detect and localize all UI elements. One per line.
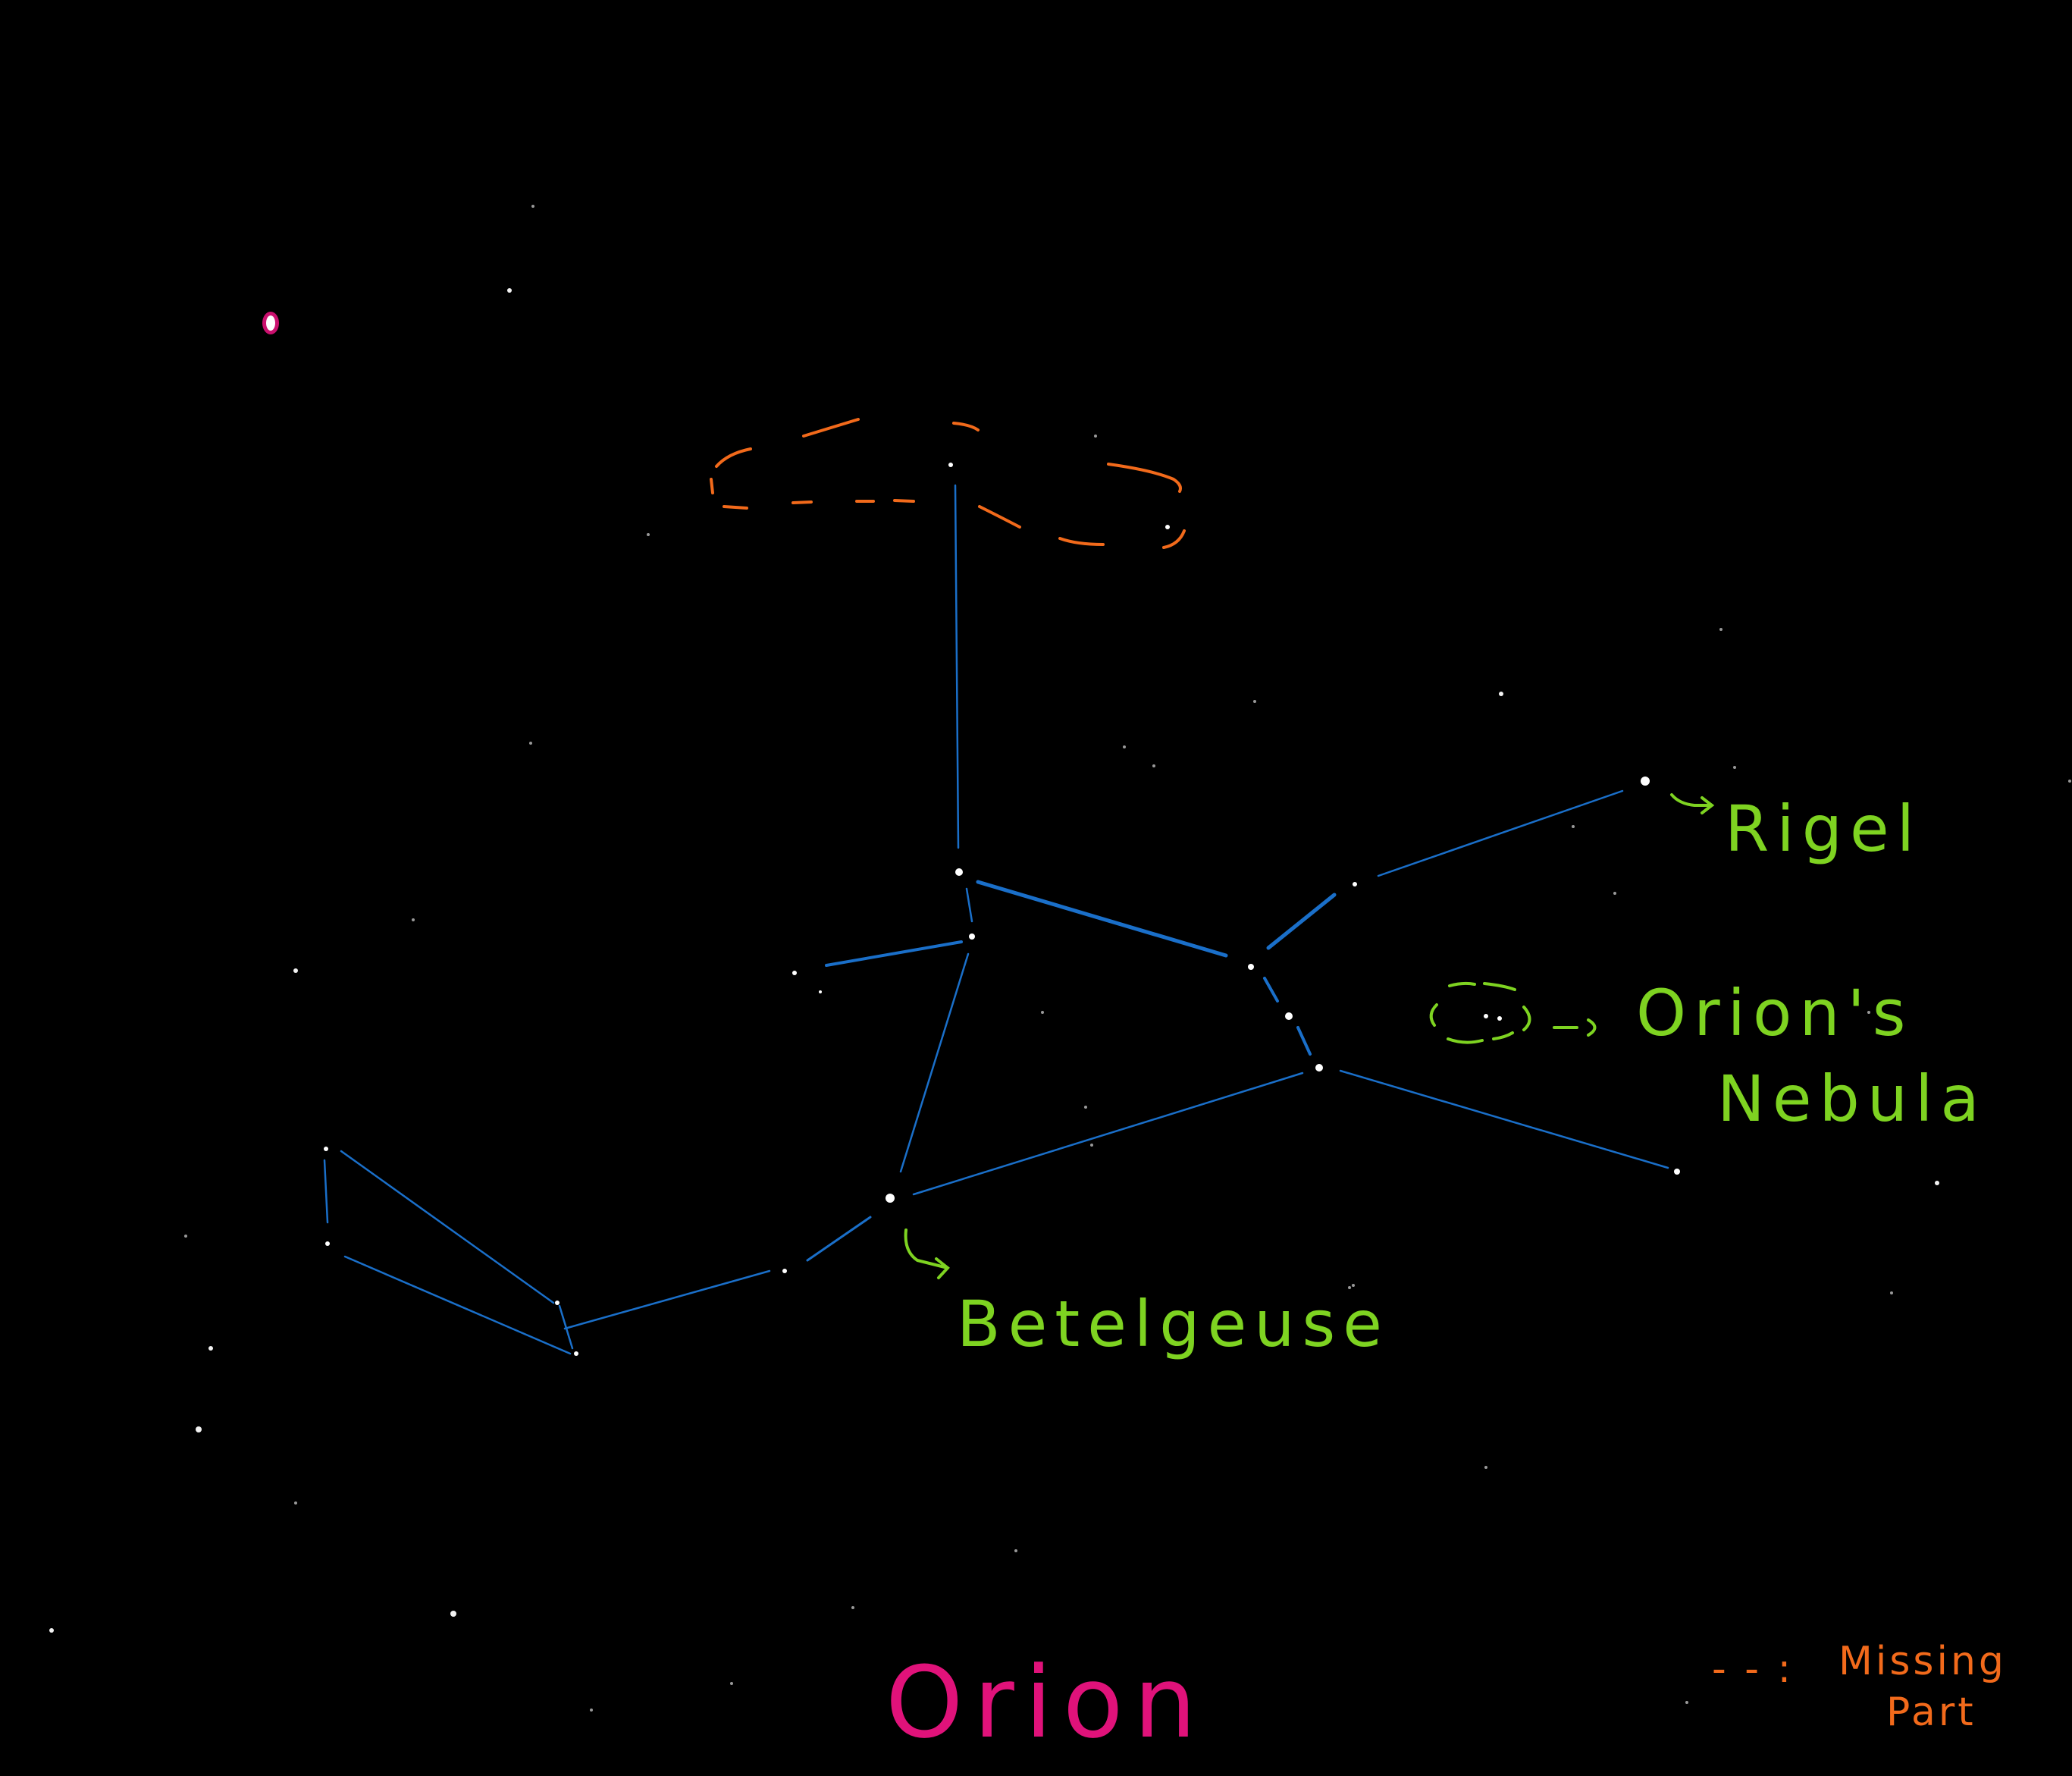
constellation-line [563,1269,771,1330]
star [1285,1012,1293,1020]
background-star [450,1611,456,1617]
background-star [590,1709,593,1712]
background-star [1867,1011,1870,1014]
chart-title: Orion [886,1645,1207,1760]
star [1248,964,1254,970]
background-star [1152,764,1155,767]
constellation-line [1339,1069,1669,1169]
background-star [1719,628,1722,631]
constellation-line [965,887,973,923]
star [792,971,797,975]
background-star [1890,1291,1893,1294]
star [1674,1169,1680,1175]
background-star [1041,1011,1044,1014]
background-star [1572,825,1575,828]
star [955,868,963,876]
background-star [1935,1181,1939,1185]
background-star [1253,700,1256,703]
betelgeuse-label: Betelgeuse [957,1287,1390,1361]
background-star [1499,692,1503,696]
betelgeuse-arrow-icon [904,1228,950,1279]
background-star [2068,780,2071,783]
constellation-line [1296,1026,1312,1056]
background-star [851,1606,854,1609]
star [1497,1016,1502,1021]
star [1353,882,1357,886]
background-star [184,1235,187,1238]
background-star [507,288,512,293]
star [1165,525,1170,529]
background-star [1613,892,1616,895]
legend-line2: Part [1886,1690,1976,1735]
star [1641,777,1650,786]
constellation-stars [324,463,1680,1356]
star [1484,1014,1488,1018]
missing-part-outline [710,418,1186,549]
legend: - - : Missing Part [1712,1639,2007,1735]
constellation-line [899,952,970,1173]
background-star [1348,1286,1351,1289]
background-star [531,205,534,208]
background-star [1352,1284,1355,1287]
bright-red-star [262,312,279,334]
star [574,1351,578,1356]
background-star [1084,1106,1087,1109]
background-star [294,1501,297,1505]
constellation-line [954,484,960,849]
background-star [208,1346,213,1351]
star [555,1301,560,1305]
background-star [730,1682,733,1685]
star [1315,1064,1323,1072]
background-star [293,968,298,973]
background-star [647,533,650,536]
constellation-line [323,1159,329,1224]
background-star [49,1628,54,1633]
star [948,463,953,467]
constellation-line [806,1216,872,1262]
background-star [1733,766,1736,769]
constellation-line [558,1304,574,1350]
constellation-line [1377,789,1624,877]
rigel-arrow-icon [1670,793,1715,814]
label-arrows [904,793,1715,1279]
star [325,1241,330,1246]
constellation-lines [323,484,1669,1355]
star [886,1194,895,1203]
background-star [1685,1701,1688,1704]
constellation-line [912,1072,1304,1196]
background-stars [49,205,2071,1712]
constellation-line [343,1255,572,1355]
legend-line1: Missing [1838,1639,2007,1684]
orions-nebula-label-line2: Nebula [1717,1062,1987,1136]
orions-nebula-outline [1429,981,1597,1044]
background-star [1090,1144,1093,1147]
star [324,1147,328,1151]
background-star [1094,435,1097,438]
star [782,1269,787,1273]
background-star [412,918,415,921]
constellation-line [825,940,963,967]
star [819,990,822,993]
constellation-line [976,880,1228,958]
background-star [196,1426,202,1432]
constellation-line [1263,977,1279,1003]
background-star [529,742,532,745]
orions-nebula-label-line1: Orion's [1636,976,1913,1050]
background-star [1014,1549,1017,1552]
legend-marker: - - : [1712,1646,1794,1692]
star [969,933,975,940]
constellation-line [1266,893,1337,950]
constellation-line [340,1150,555,1304]
background-star [1484,1466,1487,1469]
rigel-label: Rigel [1725,792,1922,866]
background-star [1123,745,1126,748]
